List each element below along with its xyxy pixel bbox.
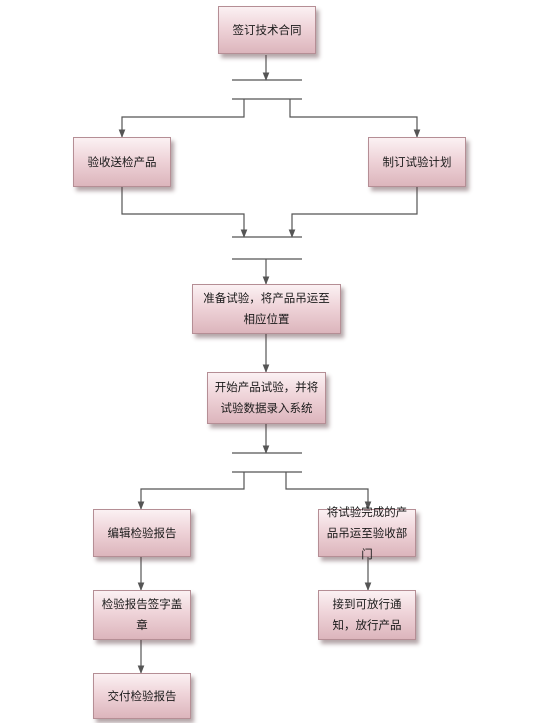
node-release-product: 接到可放行通知，放行产品 (318, 590, 416, 640)
node-make-plan: 制订试验计划 (368, 137, 466, 187)
edge-fork-to-plan (289, 99, 421, 138)
node-sign-report: 检验报告签字盖章 (93, 590, 191, 640)
node-prepare-test: 准备试验，将产品吊运至相应位置 (192, 284, 341, 334)
edge-fork-to-receive (118, 99, 245, 138)
edge-plan-to-join (288, 187, 418, 238)
node-start-test: 开始产品试验，并将试验数据录入系统 (207, 372, 326, 424)
node-sign-contract: 签订技术合同 (218, 6, 316, 54)
node-receive-product: 验收送检产品 (73, 137, 171, 187)
node-edit-report: 编辑检验报告 (93, 509, 191, 557)
edge-fork-to-move (285, 472, 372, 510)
edge-fork-to-edit (137, 472, 245, 510)
node-move-product: 将试验完成的产品吊运至验收部门 (318, 505, 416, 561)
node-deliver-report: 交付检验报告 (93, 673, 191, 719)
edge-receive-to-join (121, 187, 248, 238)
